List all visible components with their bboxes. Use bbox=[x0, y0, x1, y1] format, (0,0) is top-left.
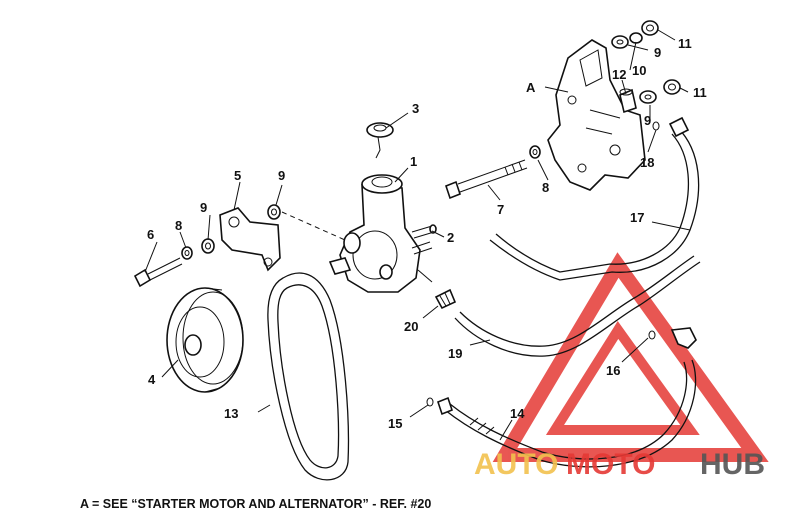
fitting-20 bbox=[434, 288, 457, 310]
callout-16: 16 bbox=[606, 363, 620, 378]
callout-8-right: 8 bbox=[542, 180, 549, 195]
callout-6: 6 bbox=[147, 227, 154, 242]
washer-9-top bbox=[611, 35, 629, 49]
watermark-auto: AUTO bbox=[474, 448, 558, 481]
watermark-moto: MOTO bbox=[566, 448, 655, 481]
callout-5: 5 bbox=[234, 168, 241, 183]
watermark-logo bbox=[492, 252, 769, 462]
callout-18: 18 bbox=[640, 155, 654, 170]
washer-9-lower bbox=[201, 238, 215, 254]
callout-3: 3 bbox=[412, 101, 419, 116]
o-ring-16 bbox=[648, 330, 656, 340]
callout-labels: 1 2 3 4 5 6 7 8 8 9 9 9 9 10 11 11 12 13… bbox=[147, 36, 707, 431]
callout-13: 13 bbox=[224, 406, 238, 421]
washer-9-upper bbox=[267, 204, 281, 220]
leader-lines bbox=[144, 29, 691, 441]
watermark-hub: HUB bbox=[700, 448, 765, 481]
o-ring-18 bbox=[652, 121, 660, 131]
spacer-10 bbox=[629, 32, 643, 44]
mounting-bracket-a bbox=[547, 39, 646, 191]
fitting-2 bbox=[411, 224, 437, 239]
callout-15: 15 bbox=[388, 416, 402, 431]
callout-9-bracket: 9 bbox=[278, 168, 285, 183]
nut-11-mid bbox=[663, 79, 681, 95]
callout-11-mid: 11 bbox=[693, 85, 707, 100]
callout-2: 2 bbox=[447, 230, 454, 245]
callout-1: 1 bbox=[410, 154, 417, 169]
diagram-caption: A = SEE “STARTER MOTOR AND ALTERNATOR” -… bbox=[80, 497, 431, 511]
nut-11-top bbox=[641, 20, 659, 36]
bolt-6 bbox=[133, 257, 183, 288]
reservoir-cap bbox=[366, 122, 394, 159]
callout-8-left: 8 bbox=[175, 218, 182, 233]
washer-9-mid bbox=[639, 90, 657, 104]
callout-9-top: 9 bbox=[654, 45, 661, 60]
spacer-12 bbox=[619, 88, 637, 114]
pulley bbox=[166, 287, 244, 393]
washer-8-left bbox=[181, 246, 193, 260]
drive-belt bbox=[267, 272, 350, 481]
bolt-7 bbox=[445, 159, 528, 200]
callout-9-pulley: 9 bbox=[200, 200, 207, 215]
callout-9-mid: 9 bbox=[644, 113, 651, 128]
bracket bbox=[219, 207, 281, 272]
hose-14 bbox=[437, 327, 697, 468]
o-ring-15 bbox=[426, 397, 434, 407]
callout-14: 14 bbox=[510, 406, 525, 421]
callout-19: 19 bbox=[448, 346, 462, 361]
callout-11-top: 11 bbox=[678, 36, 692, 51]
callout-4: 4 bbox=[148, 372, 156, 387]
hose-17 bbox=[489, 116, 700, 281]
watermark-text: AUTO MOTO HUB bbox=[474, 448, 765, 481]
callout-10: 10 bbox=[632, 63, 646, 78]
washer-8-right bbox=[529, 145, 541, 159]
callout-a: A bbox=[526, 80, 536, 95]
callout-7: 7 bbox=[497, 202, 504, 217]
power-steering-pump bbox=[328, 174, 433, 293]
callout-12: 12 bbox=[612, 67, 626, 82]
callout-20: 20 bbox=[404, 319, 418, 334]
hose-19 bbox=[454, 255, 701, 357]
callout-17: 17 bbox=[630, 210, 644, 225]
